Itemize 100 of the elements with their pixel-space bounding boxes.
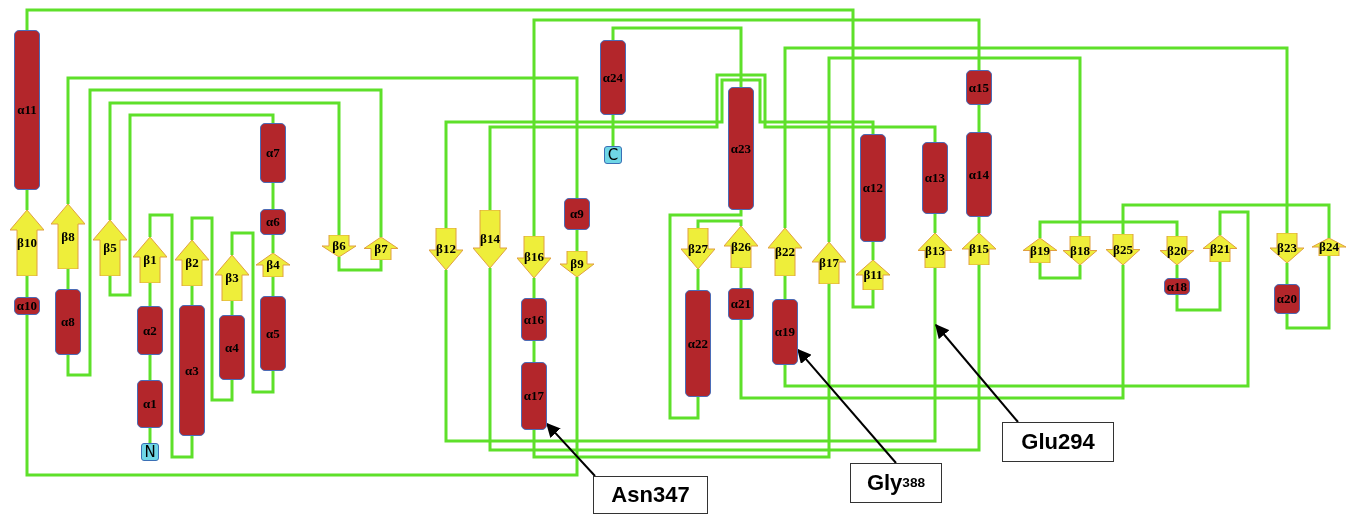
residue-label: Asn347 [593, 476, 708, 514]
loop-connector [871, 242, 875, 260]
loop-connector [783, 210, 1250, 388]
loop-connector [1121, 203, 1331, 238]
loop-connector [444, 268, 937, 443]
loop-connector [66, 88, 383, 377]
loop-connector [148, 355, 152, 380]
helix-block: α19 [772, 299, 798, 365]
loop-connector [25, 276, 29, 297]
terminus-box: C [604, 146, 622, 164]
beta-strand: β11 [856, 260, 890, 290]
loop-connector [148, 428, 152, 443]
helix-block: α20 [1274, 284, 1300, 314]
beta-strand: β15 [962, 233, 996, 265]
loop-connector [271, 277, 275, 296]
helix-block: α1 [137, 380, 163, 428]
loop-connector [25, 277, 579, 477]
beta-strand: β18 [1063, 236, 1097, 265]
beta-strand: β2 [175, 240, 209, 286]
loop-connector [532, 284, 831, 459]
beta-strand: β23 [1270, 233, 1304, 263]
helix-block: α10 [14, 297, 40, 315]
loop-connector [271, 235, 275, 253]
beta-strand: β4 [256, 253, 290, 277]
helix-block: α4 [219, 315, 245, 380]
helix-block: α15 [966, 70, 992, 105]
loop-connector [532, 341, 536, 362]
beta-strand: β14 [473, 210, 507, 268]
loop-connector [230, 301, 234, 315]
helix-block: α11 [14, 30, 40, 190]
loop-connector [25, 8, 875, 309]
residue-label: Glu294 [1002, 422, 1114, 462]
beta-strand: β22 [768, 228, 802, 276]
beta-strand: β17 [812, 242, 846, 284]
loop-connector [668, 210, 743, 420]
loop-connector [488, 265, 981, 452]
helix-block: α13 [922, 142, 948, 214]
loop-connector [488, 73, 937, 210]
helix-block: α7 [260, 123, 286, 183]
helix-block: α14 [966, 132, 992, 217]
loop-connector [66, 269, 70, 289]
loop-connector [25, 190, 29, 210]
loop-connector [611, 26, 743, 87]
loop-connector [532, 18, 981, 236]
beta-strand: β9 [560, 251, 594, 277]
helix-block: α8 [55, 289, 81, 355]
beta-strand: β13 [918, 233, 952, 268]
loop-connector [108, 101, 341, 235]
beta-strand: β24 [1312, 238, 1346, 256]
loop-connector [611, 115, 615, 146]
loop-connector [575, 230, 579, 251]
helix-block: α9 [564, 198, 590, 230]
terminus-box: N [141, 443, 159, 461]
beta-strand: β8 [51, 204, 85, 269]
helix-block: α2 [137, 306, 163, 355]
loop-connector [1038, 220, 1179, 238]
loop-connector [977, 217, 981, 233]
helix-block: α5 [260, 296, 286, 371]
helix-block: α17 [521, 362, 547, 430]
loop-connector [230, 231, 275, 394]
beta-strand: β27 [681, 228, 715, 269]
beta-strand: β25 [1106, 234, 1140, 265]
loop-connector [148, 283, 152, 306]
helix-block: α21 [728, 288, 754, 320]
loop-connector [66, 76, 579, 204]
loop-connector [1038, 263, 1082, 280]
beta-strand: β12 [429, 228, 463, 270]
loop-connector [933, 214, 937, 233]
beta-strand: β16 [517, 236, 551, 278]
loop-connector [337, 257, 383, 272]
loop-connector [1285, 256, 1331, 330]
helix-block: α6 [260, 209, 286, 235]
beta-strand: β10 [10, 210, 44, 276]
loop-connector [1175, 262, 1222, 312]
beta-strand: β1 [133, 237, 167, 283]
beta-strand: β6 [322, 235, 356, 257]
loop-connector [532, 278, 536, 298]
beta-strand: β7 [364, 237, 398, 260]
loop-connector [190, 286, 194, 305]
loop-connector [271, 183, 275, 209]
beta-strand: β5 [93, 220, 127, 276]
beta-strand: β26 [724, 226, 758, 268]
loop-connector [827, 56, 1082, 242]
loop-connector [1285, 263, 1289, 284]
helix-block: α18 [1164, 278, 1190, 295]
loop-connector [739, 265, 1125, 400]
helix-block: α22 [685, 290, 711, 397]
loop-connector [444, 78, 875, 228]
helix-block: α16 [521, 298, 547, 341]
loop-connector [739, 268, 743, 288]
loop-connector [977, 105, 981, 132]
helix-block: α3 [179, 305, 205, 436]
loop-connector [190, 216, 234, 402]
loop-connector [148, 213, 194, 459]
loop-connector [1175, 265, 1179, 278]
leader-arrow [935, 323, 1019, 423]
helix-block: α24 [600, 40, 626, 115]
beta-strand: β21 [1203, 235, 1237, 262]
beta-strand: β3 [215, 255, 249, 301]
beta-strand: β19 [1023, 238, 1057, 263]
